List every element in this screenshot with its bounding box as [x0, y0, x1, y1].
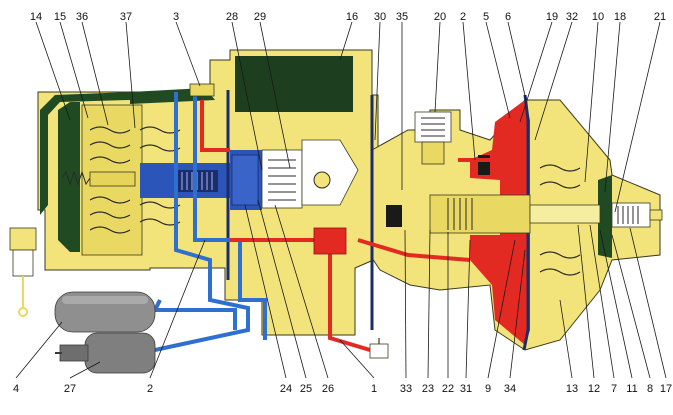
label-22: 22: [442, 383, 454, 395]
label-31: 31: [460, 383, 472, 395]
label-25: 25: [300, 383, 312, 395]
label-12: 12: [588, 383, 600, 395]
label-5: 5: [483, 11, 489, 23]
chamber-16: [235, 56, 353, 112]
blue-air-lines: [100, 92, 267, 352]
label-2-top: 2: [460, 11, 466, 23]
label-16: 16: [346, 11, 358, 23]
label-8: 8: [647, 383, 653, 395]
label-23: 23: [422, 383, 434, 395]
label-27: 27: [64, 383, 76, 395]
white-valve-chamber: [261, 139, 359, 209]
label-35: 35: [396, 11, 408, 23]
callouts-top: 14 15 36 37 3 28 29 16 30 35 20 2 5 6 19…: [30, 11, 666, 213]
label-21: 21: [654, 11, 666, 23]
label-1: 1: [371, 383, 377, 395]
red-air-lines: [200, 100, 495, 352]
label-7: 7: [611, 383, 617, 395]
label-17: 17: [660, 383, 672, 395]
fitting-3: [189, 83, 215, 97]
label-10: 10: [592, 11, 604, 23]
label-18: 18: [614, 11, 626, 23]
label-34: 34: [504, 383, 516, 395]
outlet-tap: [369, 338, 389, 359]
blue-piston: [140, 150, 262, 210]
air-tank-4: [54, 291, 156, 333]
label-36: 36: [76, 11, 88, 23]
left-spring-pack: [61, 104, 143, 256]
label-33: 33: [400, 383, 412, 395]
label-13: 13: [566, 383, 578, 395]
drain-valve: [9, 227, 37, 317]
label-37: 37: [120, 11, 132, 23]
label-11: 11: [626, 383, 637, 395]
label-19: 19: [546, 11, 558, 23]
label-15: 15: [54, 11, 66, 23]
label-14: 14: [30, 11, 42, 23]
label-30: 30: [374, 11, 386, 23]
label-3: 3: [173, 11, 179, 23]
label-28: 28: [226, 11, 238, 23]
label-26: 26: [322, 383, 334, 395]
label-29: 29: [254, 11, 266, 23]
label-6: 6: [505, 11, 511, 23]
label-32: 32: [566, 11, 578, 23]
label-4: 4: [13, 383, 19, 395]
label-24: 24: [280, 383, 292, 395]
label-20: 20: [434, 11, 446, 23]
red-valve: [313, 227, 347, 255]
label-9: 9: [485, 383, 491, 395]
callouts-bottom: 4 27 2 24 25 26 1 33 23 22 31 9 34 13 12…: [13, 199, 672, 395]
brake-chamber-27: [55, 332, 156, 374]
label-2-bottom: 2: [147, 383, 153, 395]
